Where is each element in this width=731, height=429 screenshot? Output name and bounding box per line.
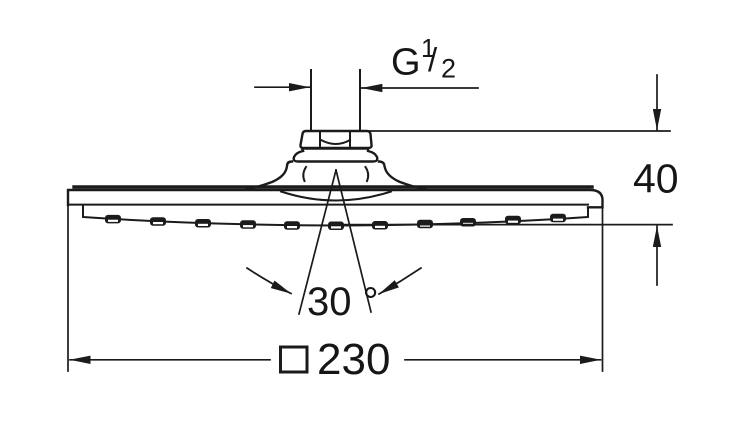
shower-head-outline [66,69,604,230]
supply-pipe [310,69,361,132]
thread-dimension: G 1 / 2 [254,33,479,93]
height-label: 40 [633,156,679,202]
width-label: 230 [317,335,390,384]
nozzle [328,221,344,230]
angle-arrow-left [245,266,293,295]
square-symbol [279,345,309,374]
hex-nut [299,129,373,150]
thread-label-slash: / [428,41,438,78]
nozzle [240,220,256,229]
collar [292,147,379,163]
thread-label-denominator: 2 [441,54,456,84]
thread-label-prefix: G [391,42,421,84]
nozzle [284,221,300,230]
height-dimension: 40 [337,74,679,286]
thread-label-numerator: 1 [421,33,435,63]
spray-plate [66,185,604,227]
nozzle [195,219,211,228]
nozzle [105,214,121,224]
nozzle [505,215,521,225]
angle-dimension: 30 ° [245,168,423,324]
width-dimension: 230 [67,205,604,384]
angle-label: 30 ° [307,280,379,324]
nozzle [150,217,166,226]
angle-line-left [297,168,338,316]
angle-line-right [334,168,373,314]
dome-joint [245,160,427,202]
angle-arrow-right [377,266,423,296]
nozzle [550,213,566,223]
